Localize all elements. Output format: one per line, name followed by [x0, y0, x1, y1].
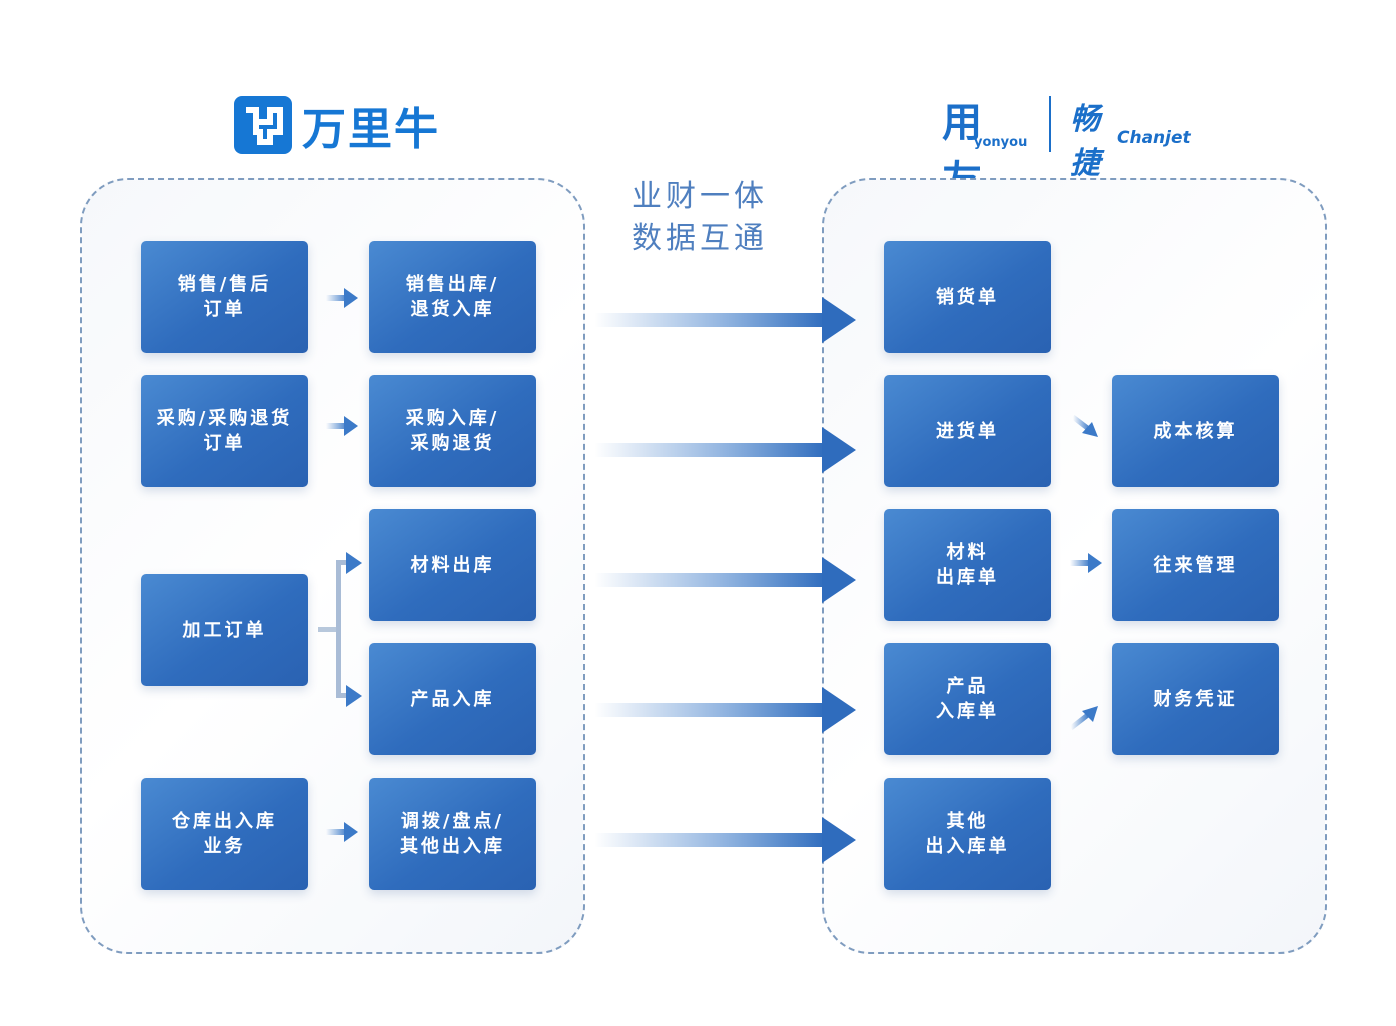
sync-arrow-material [594, 557, 856, 603]
product-inbound-document-box: 产品 入库单 [884, 643, 1051, 755]
purchase-inbound-return-box: 采购入库/ 采购退货 [369, 375, 536, 487]
doc-arrow-account-mgmt [1070, 553, 1102, 573]
integration-title: 业财一体 数据互通 [620, 176, 780, 260]
doc-arrow-voucher [1069, 706, 1098, 730]
step-arrow-warehouse [326, 822, 358, 842]
cost-accounting-box: 成本核算 [1112, 375, 1279, 487]
sync-arrow-product [594, 687, 856, 733]
transfer-stocktake-other-box: 调拨/盘点/ 其他出入库 [369, 778, 536, 890]
wanliniu-logo-text: 万里牛 [302, 104, 440, 155]
integration-title-line1: 业财一体 [632, 179, 768, 214]
processing-order-box: 加工订单 [141, 574, 308, 686]
wanliniu-logo: 万里牛 [234, 93, 440, 157]
product-inbound-box: 产品入库 [369, 643, 536, 755]
financial-voucher-box: 财务凭证 [1112, 643, 1279, 755]
step-arrow-sales [326, 288, 358, 308]
processing-split-connector [318, 552, 362, 707]
wanliniu-logo-icon [234, 96, 292, 154]
doc-arrow-cost-accounting [1071, 415, 1098, 437]
sales-document-box: 销货单 [884, 241, 1051, 353]
chanjet-product-en: Chanjet [1117, 128, 1191, 148]
material-outbound-document-box: 材料 出库单 [884, 509, 1051, 621]
sync-arrow-other [594, 817, 856, 863]
purchase-return-order-box: 采购/采购退货 订单 [141, 375, 308, 487]
sales-outbound-return-inbound-box: 销售出库/ 退货入库 [369, 241, 536, 353]
account-management-box: 往来管理 [1112, 509, 1279, 621]
warehouse-inout-business-box: 仓库出入库 业务 [141, 778, 308, 890]
yonyou-brand-en: yonyou [974, 135, 1028, 150]
integration-title-line2: 数据互通 [632, 221, 768, 256]
sync-arrow-purchase [594, 427, 856, 473]
purchase-document-box: 进货单 [884, 375, 1051, 487]
step-arrow-purchase [326, 416, 358, 436]
logo-divider [1049, 96, 1051, 152]
material-outbound-box: 材料出库 [369, 509, 536, 621]
sync-arrow-sales [594, 297, 856, 343]
other-inout-document-box: 其他 出入库单 [884, 778, 1051, 890]
sales-aftersales-order-box: 销售/售后 订单 [141, 241, 308, 353]
